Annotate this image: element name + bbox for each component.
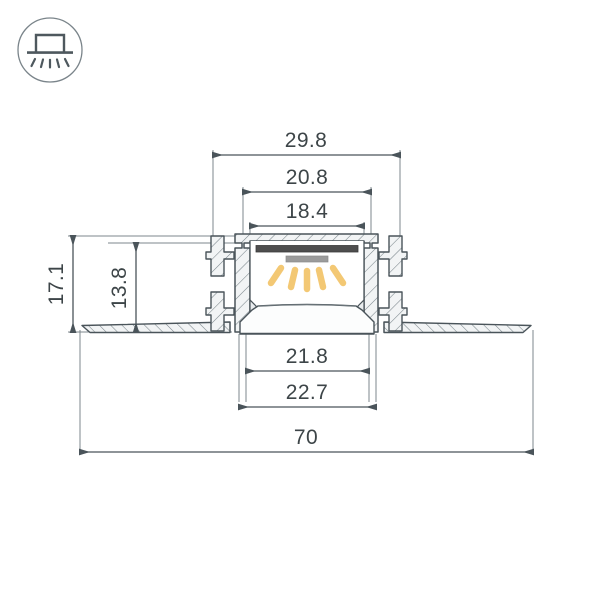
left-drywall-flange bbox=[81, 321, 231, 334]
dimension-29-8: 29.8 bbox=[212, 129, 401, 159]
right-drywall-flange bbox=[383, 321, 532, 334]
dimension-18-4-label: 18.4 bbox=[286, 200, 328, 223]
dimension-21-8: 21.8 bbox=[245, 345, 370, 375]
dimension-20-8-label: 20.8 bbox=[286, 166, 328, 189]
dimension-17-1-label: 17.1 bbox=[45, 263, 68, 305]
dimension-18-4: 18.4 bbox=[249, 200, 365, 230]
led-chip bbox=[285, 255, 329, 263]
dimension-22-7: 22.7 bbox=[238, 381, 377, 411]
dimension-13-8: 13.8 bbox=[108, 242, 140, 333]
dimension-21-8-label: 21.8 bbox=[286, 345, 328, 368]
left-lower-fin bbox=[205, 291, 235, 332]
dimension-20-8: 20.8 bbox=[242, 166, 372, 196]
dimension-17-1: 17.1 bbox=[45, 235, 77, 333]
right-lower-fin bbox=[378, 291, 408, 332]
led-pcb-strip bbox=[255, 245, 359, 253]
lens-inner-line bbox=[257, 304, 357, 307]
left-upper-fin bbox=[205, 235, 235, 277]
dimension-29-8-label: 29.8 bbox=[285, 129, 327, 152]
dimension-70: 70 bbox=[79, 426, 534, 456]
diffuser-lens bbox=[239, 303, 375, 335]
dimension-22-7-label: 22.7 bbox=[286, 381, 328, 404]
profile-cross-section bbox=[81, 233, 532, 335]
dimension-13-8-label: 13.8 bbox=[108, 267, 131, 309]
recessed-downlight-icon bbox=[17, 17, 83, 83]
dimension-70-label: 70 bbox=[294, 426, 318, 449]
right-upper-fin bbox=[378, 235, 408, 277]
light-rays bbox=[267, 264, 347, 293]
